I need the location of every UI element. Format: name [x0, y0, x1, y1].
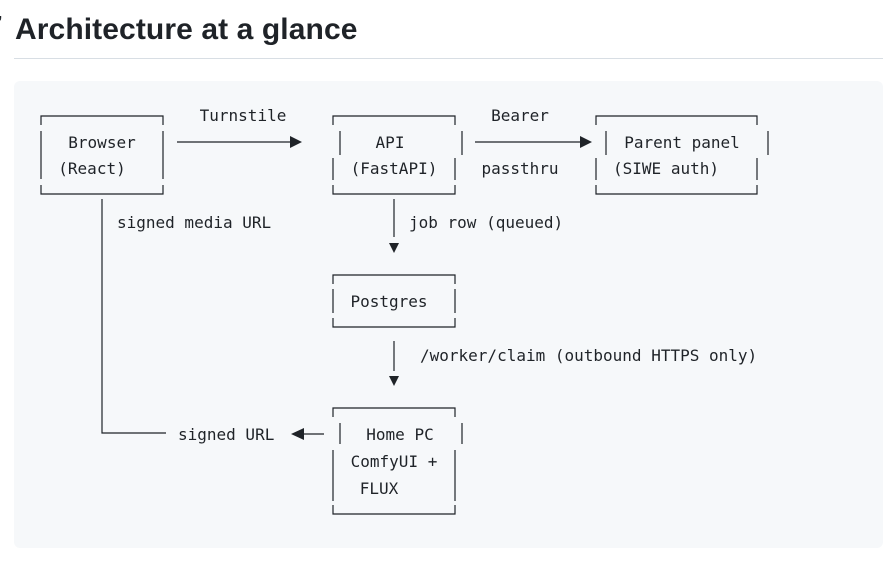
postgres-box-bottom — [332, 318, 456, 328]
postgres-to-home-pc-arrow: /worker/claim (outbound HTTPS only) — [389, 341, 757, 386]
home-pc-to-signed-url-arrowhead — [291, 428, 304, 440]
signed-media-url-path: signed media URL — [101, 199, 271, 434]
turnstile-label: Turnstile — [200, 106, 287, 125]
browser-box-tech: (React) — [58, 159, 125, 178]
home-pc-box: Home PC ComfyUI + FLUX — [332, 407, 463, 515]
page-title: Architecture at a glance — [15, 13, 358, 46]
api-box-tech: (FastAPI) — [351, 159, 438, 178]
parent-panel-box: Parent panel (SIWE auth) — [595, 115, 769, 195]
api-to-parent-panel-arrow: Bearer passthru — [475, 106, 592, 178]
parent-panel-box-bottom — [595, 185, 758, 195]
api-to-parent-panel-arrowhead — [580, 136, 592, 148]
worker-claim-label: /worker/claim (outbound HTTPS only) — [420, 346, 757, 365]
browser-to-api-arrowhead — [290, 136, 302, 148]
postgres-box: Postgres — [332, 274, 456, 328]
home-pc-box-software: ComfyUI + — [351, 452, 438, 471]
architecture-code-block — [14, 81, 883, 548]
signed-url-label: signed URL — [178, 425, 274, 444]
home-pc-box-top — [332, 407, 456, 417]
passthru-label: passthru — [481, 159, 558, 178]
home-pc-box-name: Home PC — [366, 425, 433, 444]
browser-box-bottom — [40, 185, 164, 195]
api-box: API (FastAPI) — [332, 115, 463, 195]
api-box-top — [332, 115, 456, 125]
api-box-name: API — [376, 133, 405, 152]
browser-box: Browser (React) — [40, 115, 164, 195]
parent-panel-box-name: Parent panel — [624, 133, 740, 152]
parent-panel-box-auth: (SIWE auth) — [613, 159, 719, 178]
api-to-postgres-arrow: job row (queued) — [389, 199, 563, 253]
home-pc-box-bottom — [332, 505, 456, 515]
postgres-box-name: Postgres — [350, 292, 427, 311]
home-pc-to-signed-url-arrow: signed URL — [178, 425, 324, 444]
browser-box-top — [40, 115, 164, 125]
signed-media-url-label: signed media URL — [117, 213, 271, 232]
parent-panel-box-top — [595, 115, 758, 125]
postgres-box-top — [332, 274, 456, 284]
api-to-postgres-arrowhead — [389, 243, 399, 253]
postgres-to-home-pc-arrowhead — [389, 376, 399, 386]
api-box-bottom — [332, 185, 456, 195]
browser-to-api-arrow: Turnstile — [177, 106, 302, 148]
browser-box-name: Browser — [68, 133, 136, 152]
signed-media-url-line — [101, 199, 166, 434]
bearer-label: Bearer — [491, 106, 549, 125]
title-divider — [14, 58, 883, 59]
job-row-label: job row (queued) — [409, 213, 563, 232]
heading-anchor-icon[interactable]: ’ — [0, 14, 2, 34]
home-pc-box-model: FLUX — [360, 479, 399, 498]
